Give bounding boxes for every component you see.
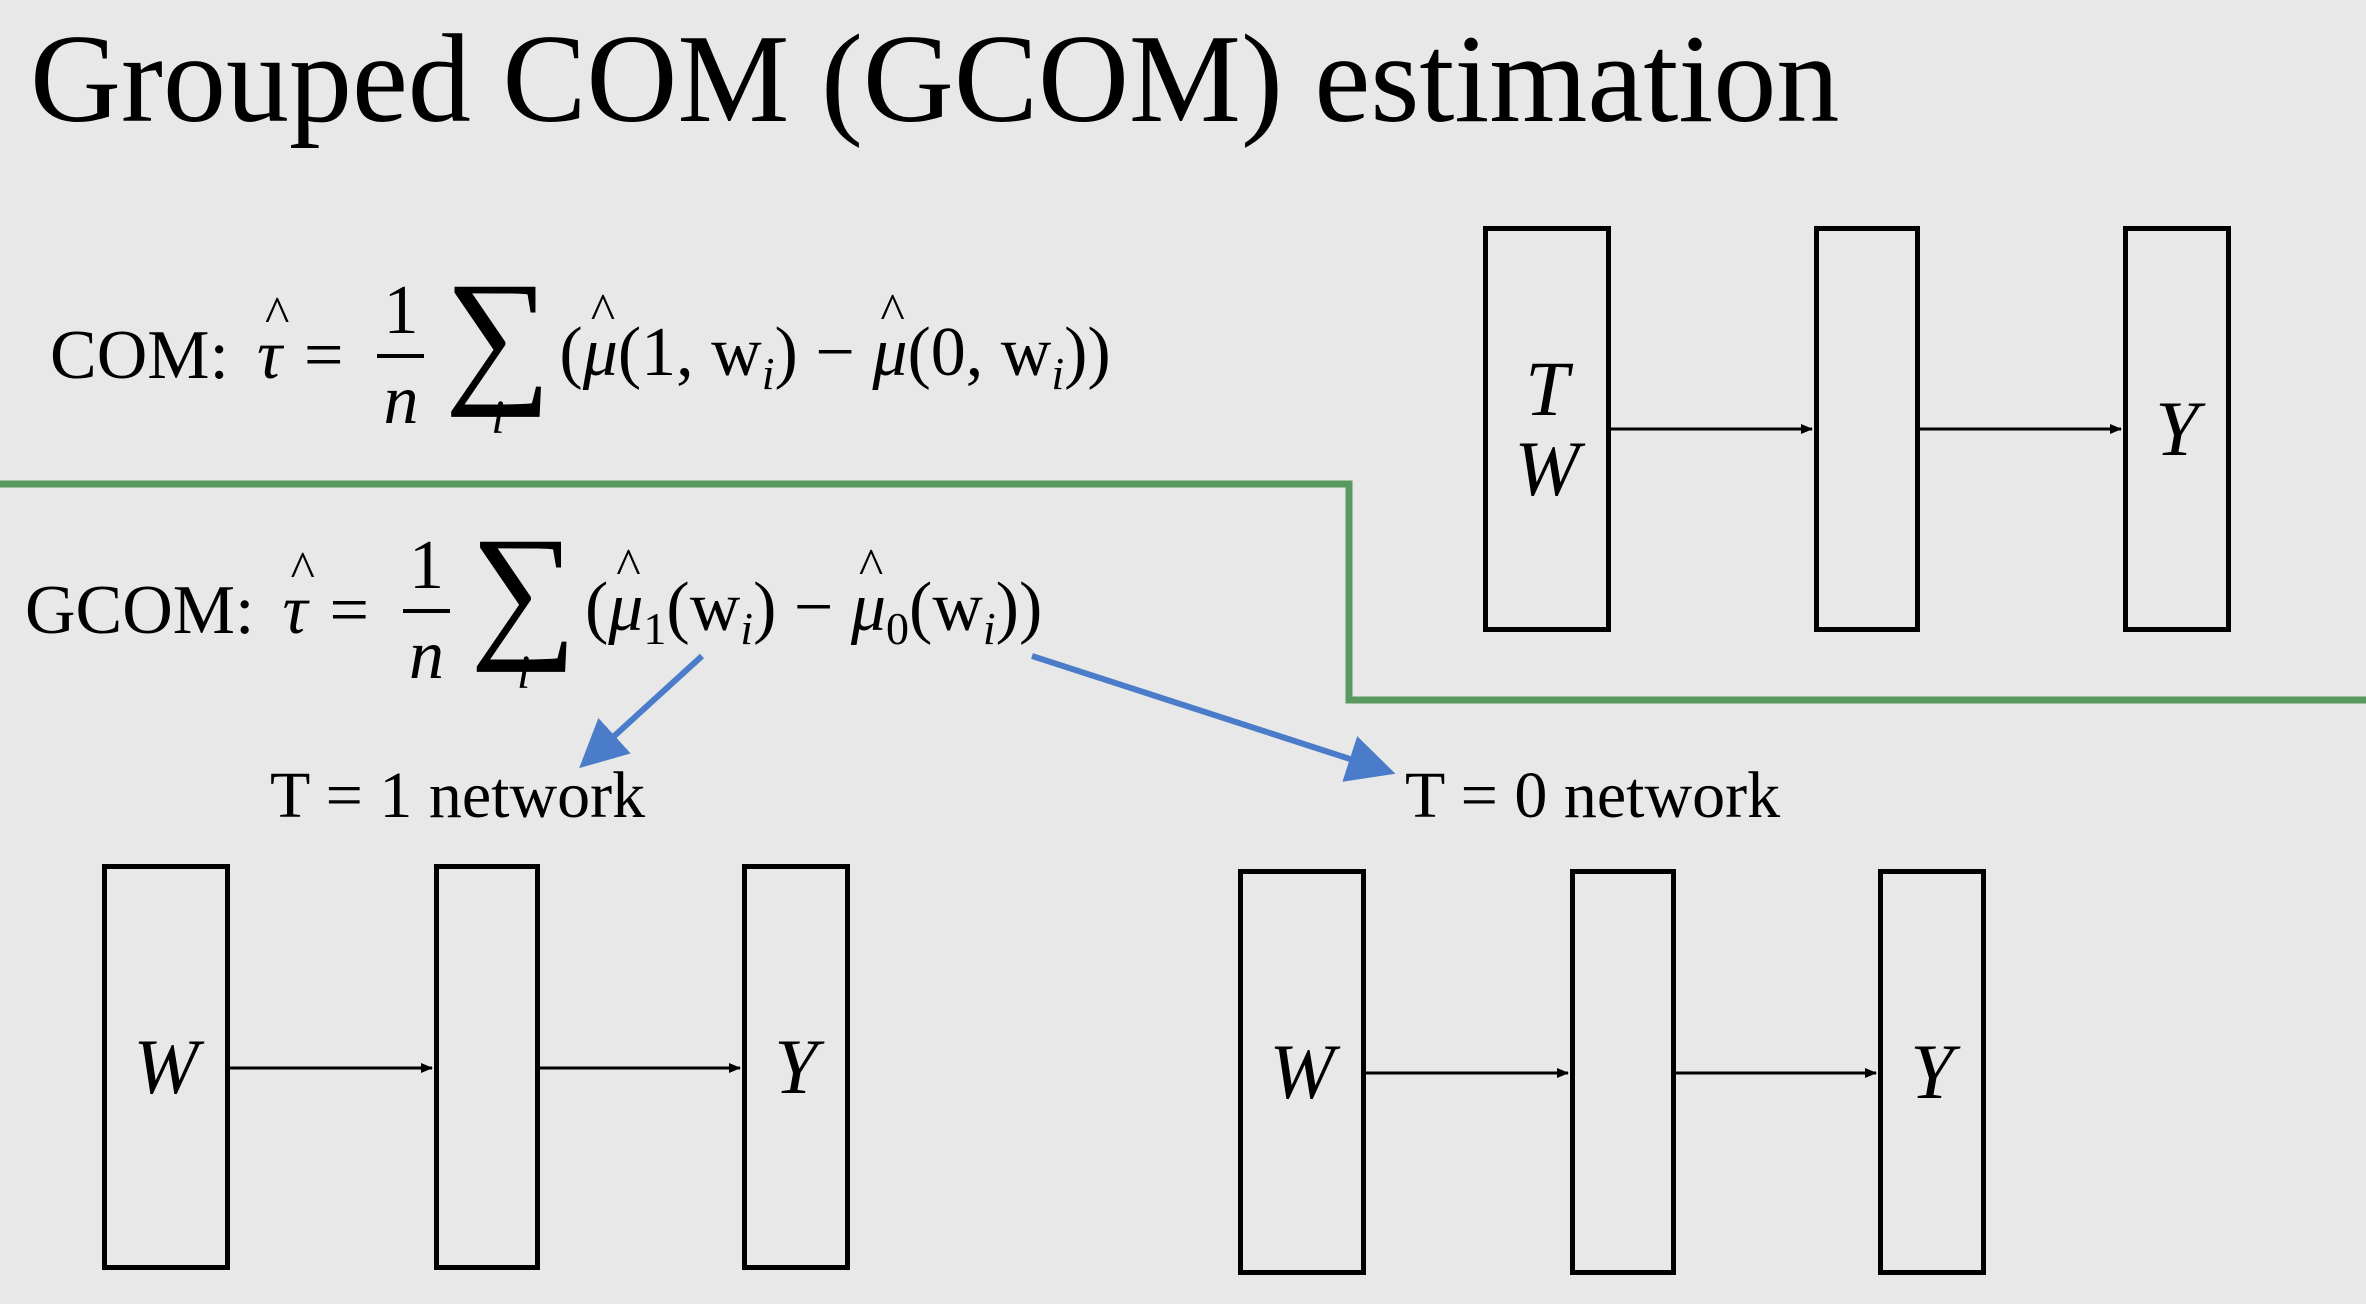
- sigma-glyph: ∑: [444, 252, 552, 418]
- t0-input-node: W: [1238, 869, 1366, 1275]
- open-paren: (: [559, 313, 583, 391]
- mu-hat: μ: [872, 283, 907, 393]
- gcom-formula: GCOM: τ = 1 n ∑ i (μ1(wi) − μ0(wi)): [25, 507, 1043, 699]
- mu-hat: μ: [851, 538, 886, 648]
- t1-hidden-node: [434, 864, 540, 1270]
- sum-index: i: [491, 391, 505, 444]
- formula-text: (1, w: [617, 313, 762, 391]
- subscript: i: [740, 602, 754, 654]
- t1-network-label: T = 1 network: [270, 759, 646, 832]
- fraction-numerator: 1: [383, 272, 419, 349]
- gcom-label: GCOM:: [25, 572, 255, 649]
- section-divider: [0, 480, 2366, 704]
- node-label-y: Y: [1910, 1028, 1954, 1115]
- fraction: 1 n: [403, 527, 451, 691]
- mu0-pointer-arrow: [1031, 653, 1396, 782]
- sigma-glyph: ∑: [470, 507, 577, 673]
- mu1-pointer-arrow: [579, 653, 705, 769]
- open-paren: (: [584, 568, 609, 646]
- com-formula-body: (μ(1, wi) − μ(0, wi)): [559, 283, 1111, 400]
- tau-hat: τ: [257, 286, 289, 396]
- formula-text: ) −: [774, 313, 873, 391]
- subscript: 0: [886, 602, 910, 654]
- equals-sign: =: [329, 572, 370, 649]
- fraction: 1 n: [377, 272, 425, 436]
- formula-text: (0, w: [907, 313, 1052, 391]
- formula-text: (w: [909, 568, 983, 646]
- node-label-w: W: [1269, 1028, 1335, 1115]
- node-label-t: T: [1525, 345, 1569, 432]
- equals-sign: =: [304, 317, 344, 394]
- t1-input-node: W: [102, 864, 230, 1270]
- com-output-node: Y: [2123, 226, 2231, 632]
- fraction-numerator: 1: [409, 527, 445, 604]
- tau-hat: τ: [282, 541, 314, 651]
- com-hidden-node: [1814, 226, 1920, 632]
- com-formula: COM: τ = 1 n ∑ i (μ(1, wi) − μ(0, wi)): [50, 252, 1111, 444]
- com-label: COM:: [50, 317, 229, 394]
- fraction-denominator: n: [403, 609, 451, 691]
- gcom-formula-body: (μ1(wi) − μ0(wi)): [584, 538, 1043, 655]
- node-label-y: Y: [774, 1023, 818, 1110]
- subscript: i: [982, 602, 996, 654]
- subscript: i: [761, 347, 775, 399]
- t0-output-node: Y: [1878, 869, 1986, 1275]
- t1-output-node: Y: [742, 864, 850, 1270]
- com-input-node: T W: [1483, 226, 1611, 632]
- fraction-denominator: n: [377, 354, 425, 436]
- mu-hat: μ: [583, 283, 618, 393]
- formula-text: )): [995, 568, 1043, 646]
- formula-text: )): [1064, 313, 1111, 391]
- mu-hat: μ: [608, 538, 643, 648]
- t0-network-label: T = 0 network: [1405, 759, 1781, 832]
- t0-hidden-node: [1570, 869, 1676, 1275]
- sum-symbol: ∑ i: [444, 252, 552, 444]
- node-label-y: Y: [2155, 385, 2199, 472]
- sum-symbol: ∑ i: [470, 507, 577, 699]
- formula-text: ) −: [753, 568, 851, 646]
- page-title: Grouped COM (GCOM) estimation: [30, 10, 1840, 149]
- formula-text: (w: [666, 568, 741, 646]
- subscript: i: [1051, 347, 1065, 399]
- subscript: 1: [643, 602, 667, 654]
- node-label-w: W: [133, 1023, 199, 1110]
- node-label-w: W: [1514, 425, 1580, 512]
- sum-index: i: [516, 646, 531, 699]
